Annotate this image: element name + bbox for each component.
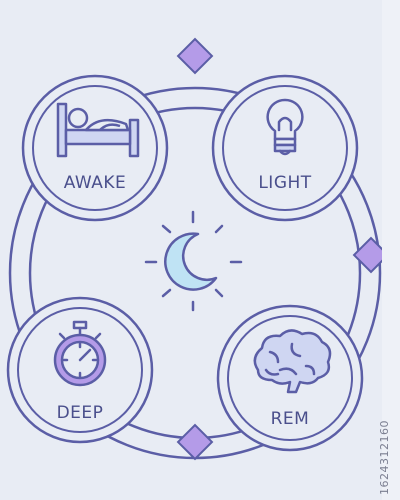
stock-id-label: 1624312160 <box>378 420 391 495</box>
watermark-strip <box>382 0 400 500</box>
stage-node-rem: REM <box>216 304 364 452</box>
stage-label-rem: REM <box>271 409 310 429</box>
stage-label-light: LIGHT <box>258 173 311 193</box>
stage-node-awake: AWAKE <box>21 74 169 222</box>
bed-icon <box>56 102 140 158</box>
diamond-top <box>176 37 214 75</box>
stopwatch-icon <box>53 320 107 387</box>
sun-moon-icon <box>144 210 243 312</box>
stage-label-awake: AWAKE <box>64 173 127 193</box>
diamond-bottom <box>176 423 214 461</box>
stage-node-light: LIGHT <box>211 74 359 222</box>
brain-icon <box>253 329 332 394</box>
stage-label-deep: DEEP <box>57 403 104 423</box>
diamond-right <box>352 236 390 274</box>
lightbulb-icon <box>266 98 304 156</box>
stage-node-deep: DEEP <box>6 296 154 444</box>
